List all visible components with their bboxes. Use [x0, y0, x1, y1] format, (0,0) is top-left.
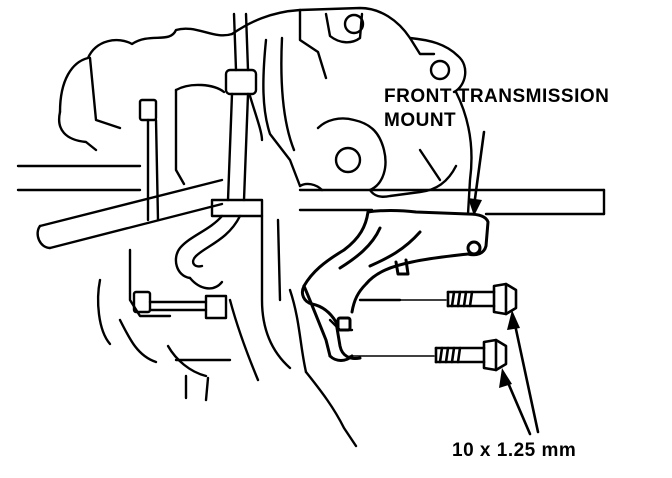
mount-label-line2: MOUNT [384, 110, 457, 131]
bolt-lower [434, 338, 508, 372]
mount-leader-arrow [468, 130, 486, 216]
crossmember [16, 164, 606, 250]
left-bracket [118, 83, 228, 378]
front-transmission-mount [300, 209, 490, 362]
bolt-leader-arrows [499, 310, 540, 436]
engine-casting [57, 6, 473, 216]
bolt-axis-lines [349, 299, 447, 357]
lower-casting [96, 214, 402, 448]
mount-label-line1: FRONT TRANSMISSION [384, 86, 610, 107]
hose-tube [174, 12, 264, 290]
bolt-upper [446, 282, 518, 316]
bolt-spec-label: 10 x 1.25 mm [452, 440, 577, 461]
